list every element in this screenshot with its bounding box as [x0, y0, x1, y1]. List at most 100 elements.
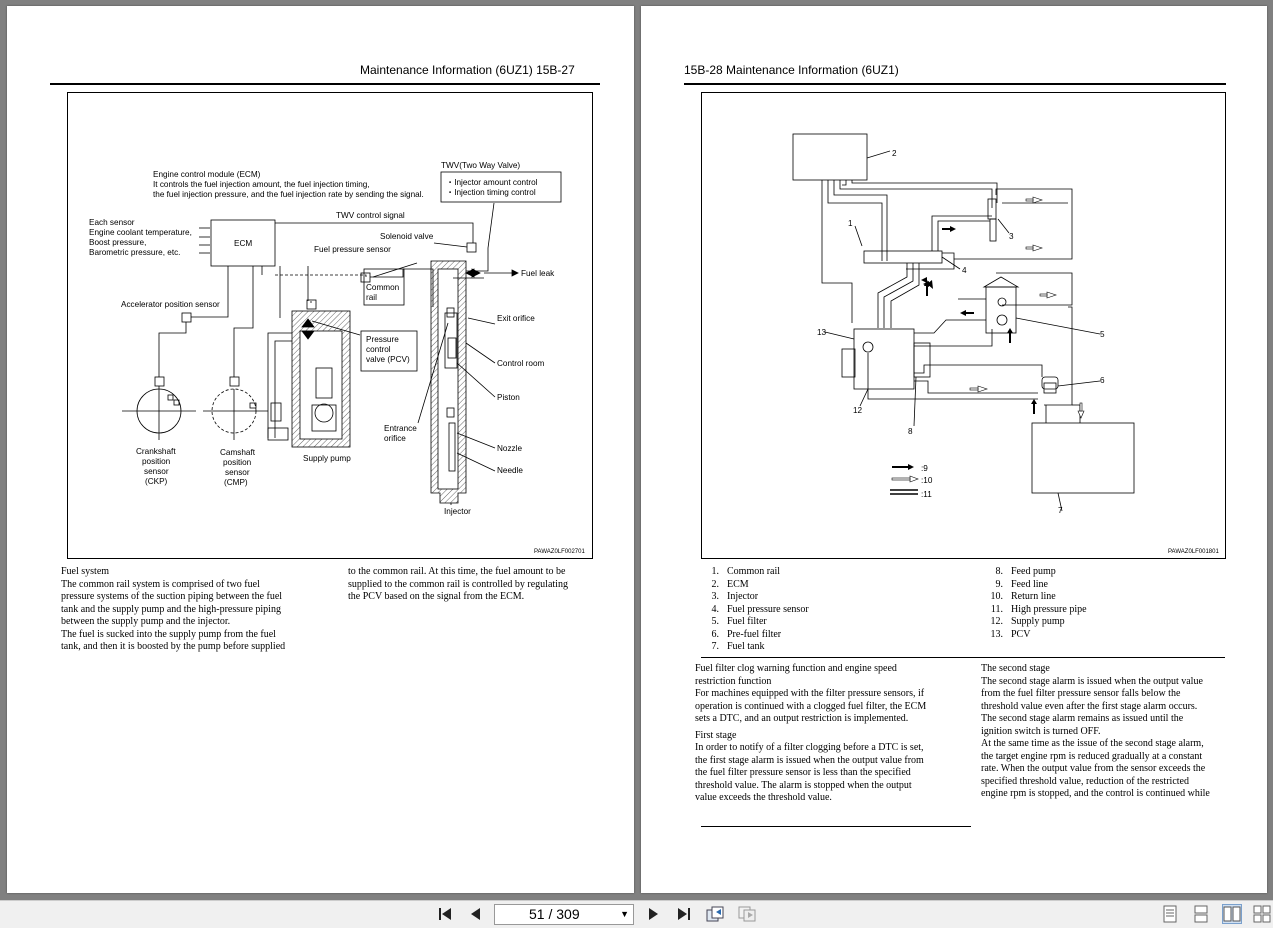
text-line: sets a DTC, and an output restriction is…: [695, 713, 909, 724]
text-line: tank and the supply pump and the high-pr…: [61, 603, 281, 615]
text-line: the fuel filter pressure sensor is less …: [695, 767, 911, 778]
two-page-icon: [1223, 906, 1241, 922]
label-control-room: Control room: [497, 359, 545, 368]
legend-item: 5.Fuel filter: [711, 616, 767, 627]
single-page-view-button[interactable]: [1160, 904, 1180, 924]
legend-item: 4.Fuel pressure sensor: [711, 603, 809, 615]
label-common-rail-2: rail: [366, 293, 377, 302]
legend-item: 2.ECM: [711, 578, 749, 590]
text-line: pressure systems of the suction piping b…: [61, 591, 283, 602]
two-page-continuous-icon: [1253, 905, 1271, 923]
go-forward-button[interactable]: [737, 904, 757, 924]
text-line: Fuel filter clog warning function and en…: [695, 663, 897, 674]
label-solenoid: Solenoid valve: [380, 232, 434, 241]
two-page-view-button[interactable]: [1222, 904, 1242, 924]
go-back-icon: [706, 906, 724, 922]
page-number-input[interactable]: 51 / 309 ▼: [494, 904, 634, 925]
text-line: rate. When the output value from the sen…: [981, 763, 1206, 774]
text-line: the target engine rpm is reduced gradual…: [981, 750, 1203, 762]
text-line: from the fuel filter pressure sensor fal…: [981, 688, 1181, 699]
label-accelerator: Accelerator position sensor: [121, 300, 220, 309]
text-line: supplied to the common rail is controlle…: [348, 578, 568, 590]
text-line: restriction function: [695, 675, 772, 687]
fuel-system-diagram: Engine control module (ECM) It controls …: [67, 92, 593, 559]
legend-item: 8.Feed pump: [995, 566, 1056, 577]
right-page: 15B-28 Maintenance Information (6UZ1): [641, 6, 1267, 893]
label-twv-signal: TWV control signal: [336, 211, 405, 220]
text-line: value exceeds the threshold value.: [695, 792, 832, 803]
viewer-toolbar: 51 / 309 ▼: [0, 900, 1273, 928]
text-line: First stage: [695, 729, 737, 741]
num-3: 3: [1009, 232, 1014, 241]
first-page-icon: [439, 908, 451, 920]
first-page-button[interactable]: [436, 904, 456, 924]
clog-warning-text-col2: The second stage The second stage alarm …: [981, 663, 1261, 801]
page-indicator: 51 / 309: [529, 906, 580, 922]
text-line: ignition switch is turned OFF.: [981, 725, 1101, 737]
legend-item: 12.Supply pump: [990, 616, 1065, 627]
text-line: engine rpm is stopped, and the control i…: [981, 788, 1210, 799]
continuous-page-icon: [1194, 905, 1208, 923]
legend-separator: [701, 657, 1225, 658]
label-pcv-2: control: [366, 345, 391, 354]
num-4: 4: [962, 266, 967, 275]
two-page-continuous-view-button[interactable]: [1252, 904, 1272, 924]
text-line: tank, and then it is boosted by the pump…: [61, 641, 286, 652]
label-cam-1: Camshaft: [220, 448, 256, 457]
legend-key-9: :9: [921, 464, 928, 473]
num-12: 12: [853, 406, 863, 415]
label-ecm-desc-2: the fuel injection pressure, and the fue…: [153, 190, 424, 199]
label-nozzle: Nozzle: [497, 444, 522, 453]
continuous-view-button[interactable]: [1191, 904, 1211, 924]
legend-item: 9.Feed line: [995, 578, 1048, 590]
left-page: Maintenance Information (6UZ1) 15B-27: [7, 6, 634, 893]
num-13: 13: [817, 328, 827, 337]
next-page-button[interactable]: [643, 904, 663, 924]
label-crank-1: Crankshaft: [136, 447, 176, 456]
num-5: 5: [1100, 330, 1105, 339]
fuel-system-text-col2: to the common rail. At this time, the fu…: [348, 566, 608, 604]
text-line: At the same time as the issue of the sec…: [981, 738, 1204, 749]
legend-item: 10.Return line: [990, 591, 1056, 602]
text-line: The common rail system is comprised of t…: [61, 578, 260, 590]
label-entrance-2: orifice: [384, 434, 406, 443]
num-7: 7: [1058, 506, 1063, 515]
single-page-icon: [1163, 905, 1177, 923]
text-line: The fuel is sucked into the supply pump …: [61, 628, 276, 640]
label-fuel-pressure-sensor: Fuel pressure sensor: [314, 245, 391, 254]
label-entrance-1: Entrance: [384, 424, 417, 433]
label-cam-4: (CMP): [224, 478, 248, 487]
label-twv-item-1: ・Injector amount control: [446, 178, 538, 187]
text-line: The second stage alarm remains as issued…: [981, 713, 1184, 724]
text-line: the first stage alarm is issued when the…: [695, 754, 924, 766]
go-back-button[interactable]: [705, 904, 725, 924]
num-6: 6: [1100, 376, 1105, 385]
legend-item: 3.Injector: [711, 591, 759, 602]
header-rule: [50, 83, 600, 85]
legend-key-11: :11: [921, 490, 932, 499]
label-needle: Needle: [497, 466, 523, 475]
clog-warning-text-col1: Fuel filter clog warning function and en…: [695, 663, 975, 805]
num-8: 8: [908, 427, 913, 436]
next-page-icon: [649, 908, 658, 920]
last-page-button[interactable]: [673, 904, 693, 924]
label-ecm-desc-1: It controls the fuel injection amount, t…: [153, 180, 370, 189]
text-line: In order to notify of a filter clogging …: [695, 742, 924, 753]
legend-key-10: :10: [921, 476, 933, 485]
chevron-down-icon[interactable]: ▼: [620, 909, 629, 919]
legend-item: 11.High pressure pipe: [990, 603, 1087, 615]
label-piston: Piston: [497, 393, 520, 402]
legend-item: 13.PCV: [990, 628, 1031, 640]
label-cam-2: position: [223, 458, 252, 467]
label-fuel-leak: Fuel leak: [521, 269, 555, 278]
left-page-header: Maintenance Information (6UZ1) 15B-27: [360, 63, 575, 77]
label-crank-3: sensor: [144, 467, 169, 476]
legend-left: 1.Common rail 2.ECM 3.Injector 4.Fuel pr…: [701, 566, 809, 654]
label-each-sensor: Each sensor: [89, 218, 135, 227]
label-coolant: Engine coolant temperature,: [89, 228, 192, 237]
last-page-icon: [678, 908, 690, 920]
previous-page-button[interactable]: [466, 904, 486, 924]
text-line: threshold value. The alarm is stopped wh…: [695, 779, 912, 791]
label-crank-2: position: [142, 457, 171, 466]
text-line: operation is continued with a clogged fu…: [695, 700, 927, 712]
